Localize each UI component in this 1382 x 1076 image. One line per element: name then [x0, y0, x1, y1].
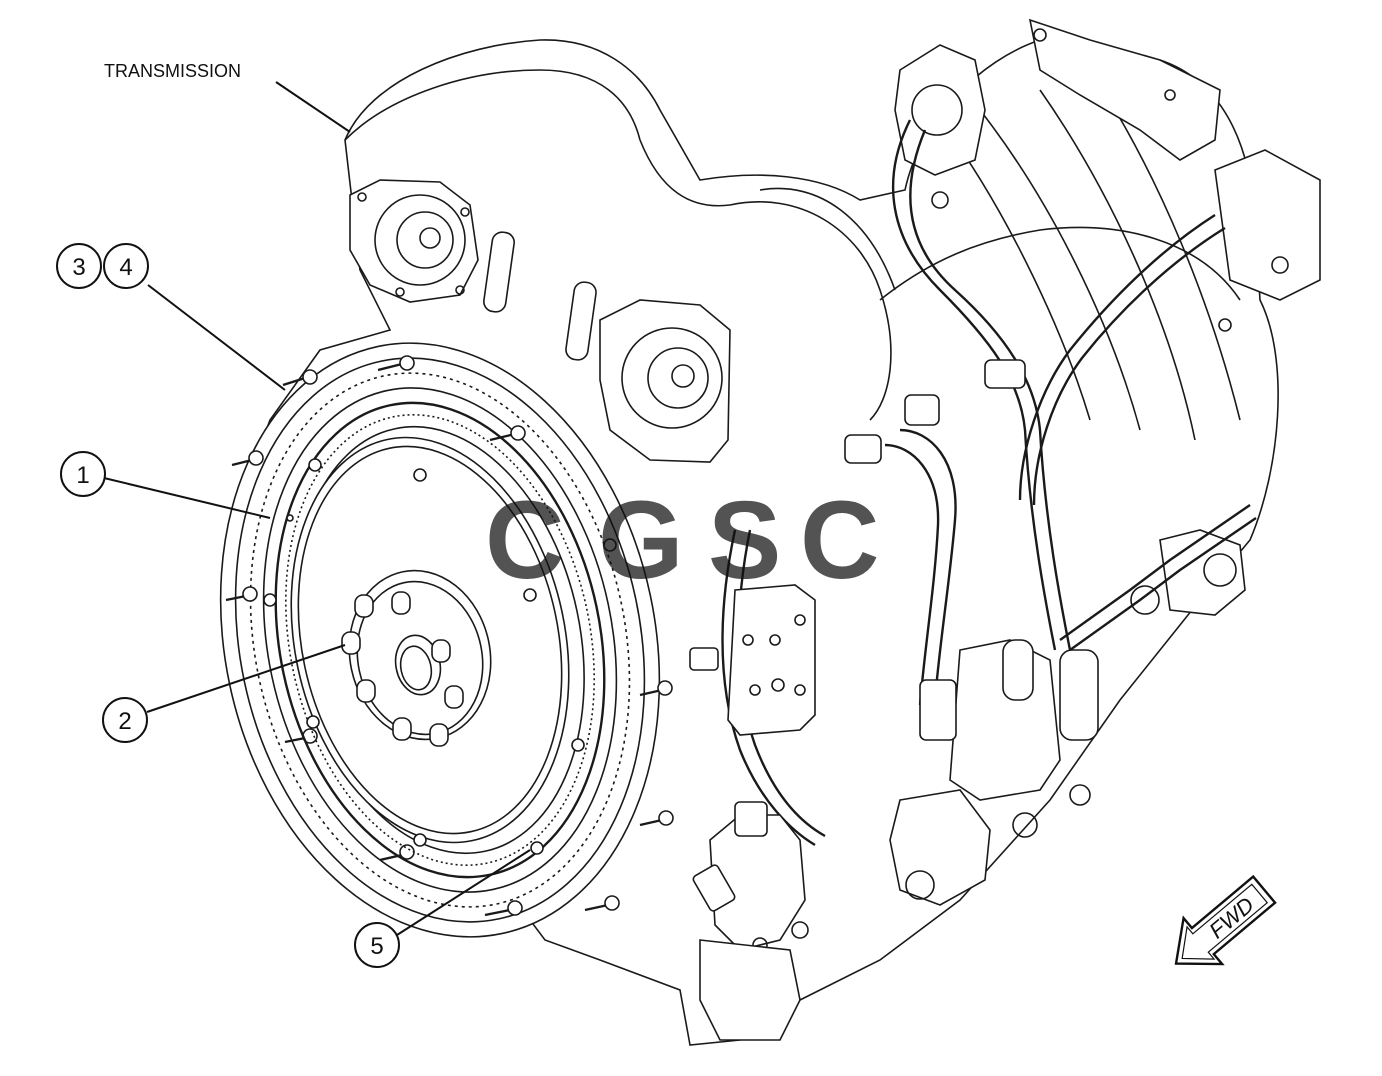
watermark-letter-s: S	[708, 479, 781, 602]
fwd-arrow-icon: FWD	[1174, 874, 1277, 966]
housing-bolts	[225, 355, 674, 917]
watermark: C G S C	[485, 479, 879, 602]
callout-5-leader	[396, 849, 531, 936]
callout-4-circle	[103, 243, 149, 289]
callout-2-text: 2	[118, 708, 131, 735]
hub-studs	[341, 591, 464, 747]
watermark-letter-c1: C	[485, 479, 564, 602]
callout-2-circle	[102, 697, 148, 743]
callout-2-leader	[146, 644, 346, 713]
callout-5: 5	[354, 849, 531, 968]
callout-3-text: 3	[72, 254, 85, 281]
transmission-label-group: TRANSMISSION	[104, 61, 351, 133]
watermark-letter-c2: C	[800, 479, 879, 602]
transmission-label: TRANSMISSION	[104, 61, 241, 81]
transmission-leader	[275, 81, 351, 133]
callout-1-leader	[103, 477, 271, 519]
callout-3-4-leader	[147, 284, 286, 391]
callout-3-circle	[56, 243, 102, 289]
callout-5-circle	[354, 922, 400, 968]
callout-1-text: 1	[76, 462, 89, 489]
callout-5-text: 5	[370, 933, 383, 960]
callout-3-4: 3 4	[56, 243, 286, 391]
hub-adapter	[341, 569, 492, 747]
watermark-letter-g: G	[598, 479, 684, 602]
callout-1-circle	[60, 451, 106, 497]
callout-4-text: 4	[119, 254, 132, 281]
callout-2: 2	[102, 644, 346, 743]
callout-1: 1	[60, 451, 271, 519]
